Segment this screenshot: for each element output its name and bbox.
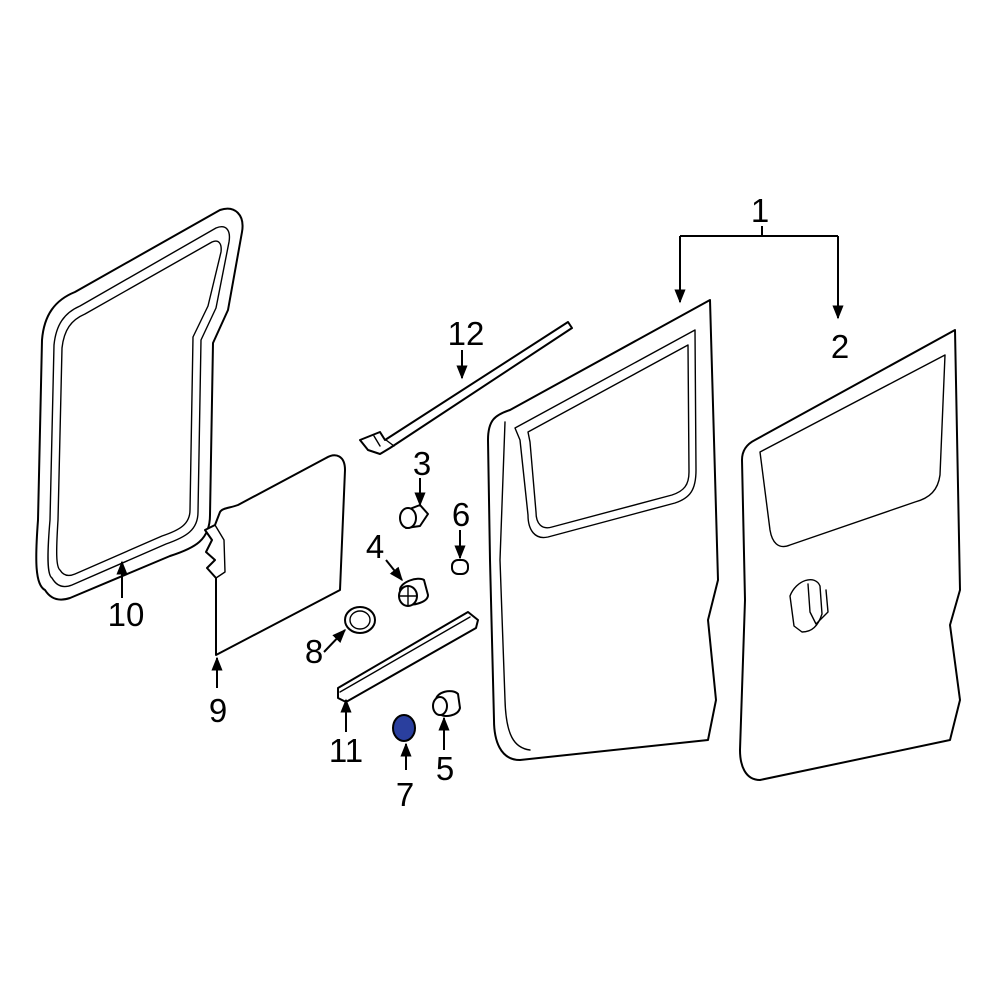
part-7-plug-highlighted[interactable] xyxy=(392,714,416,742)
part-5-plug[interactable] xyxy=(432,690,461,717)
callout-7: 7 xyxy=(396,776,414,813)
part-4-plug[interactable] xyxy=(398,577,429,607)
callout-5: 5 xyxy=(436,750,454,787)
callout-11: 11 xyxy=(329,732,363,769)
part-2-door-panel[interactable] xyxy=(739,329,961,781)
part-8-plug[interactable] xyxy=(344,606,376,634)
callout-8: 8 xyxy=(305,633,323,670)
part-3-roller[interactable] xyxy=(399,504,429,529)
callout-10: 10 xyxy=(108,596,145,633)
callout-6: 6 xyxy=(452,496,470,533)
part-9-trim-panel[interactable] xyxy=(204,454,346,656)
leader-lines xyxy=(116,226,844,770)
part-1-door-shell[interactable] xyxy=(487,299,719,761)
part-10-weatherstrip[interactable] xyxy=(35,207,244,601)
callout-2: 2 xyxy=(831,328,849,365)
part-6-bumper[interactable] xyxy=(451,559,469,575)
callout-1: 1 xyxy=(751,192,769,229)
callout-12: 12 xyxy=(448,315,485,352)
callout-4: 4 xyxy=(366,528,384,565)
part-11-lower-rail[interactable] xyxy=(337,611,479,703)
part-12-upper-rail[interactable] xyxy=(359,321,573,455)
callout-3: 3 xyxy=(413,445,431,482)
callout-labels: 1 2 3 4 5 6 7 8 9 10 11 12 xyxy=(108,192,850,813)
callout-9: 9 xyxy=(209,692,227,729)
